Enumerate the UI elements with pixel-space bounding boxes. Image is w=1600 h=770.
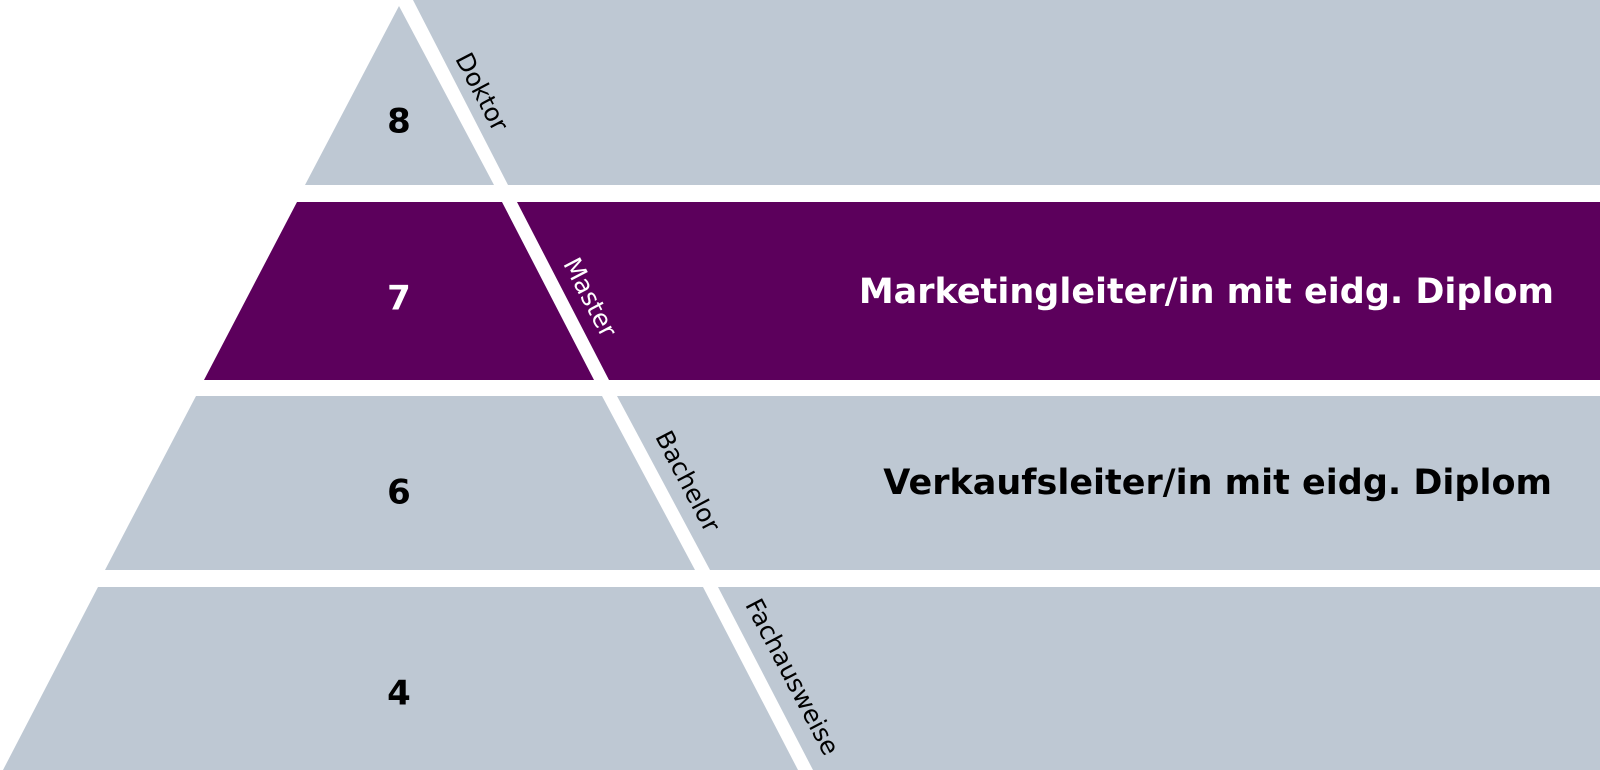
level-row-8: 8 Doktor [305, 0, 1600, 185]
level-row-4: 4 Fachausweise [3, 587, 1600, 770]
level-triangle-6 [105, 396, 695, 570]
level-band-6 [617, 396, 1600, 570]
level-number-8: 8 [387, 102, 411, 142]
level-triangle-4 [3, 587, 798, 770]
level-row-7: 7 Master Marketingleiter/in mit eidg. Di… [204, 202, 1600, 380]
level-triangle-7 [204, 202, 594, 380]
level-band-4 [718, 587, 1600, 770]
level-row-6: 6 Bachelor Verkaufsleiter/in mit eidg. D… [105, 396, 1600, 570]
qualification-marketingleiter: Marketingleiter/in mit eidg. Diplom [859, 272, 1554, 312]
level-band-7 [517, 202, 1600, 380]
level-band-8 [413, 0, 1600, 185]
qualification-verkaufsleiter: Verkaufsleiter/in mit eidg. Diplom [883, 463, 1552, 503]
level-number-4: 4 [387, 674, 411, 714]
level-triangle-8 [305, 6, 494, 185]
level-number-6: 6 [387, 473, 411, 513]
level-number-7: 7 [387, 279, 411, 319]
